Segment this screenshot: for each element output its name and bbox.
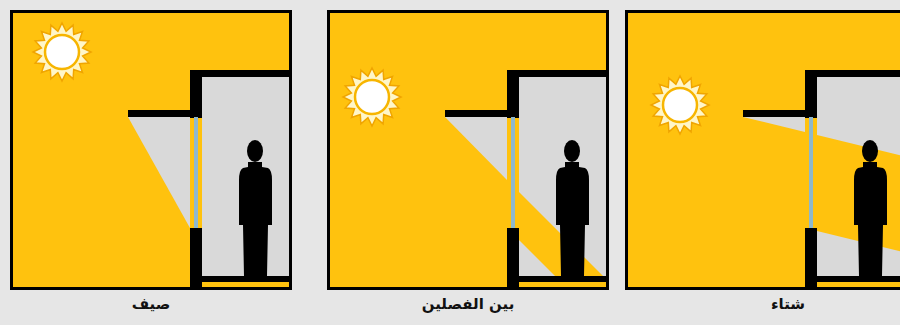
sun-rays — [33, 23, 91, 81]
sun-core — [45, 35, 79, 69]
sun-core — [355, 80, 389, 114]
sun-rays — [651, 76, 709, 134]
sun-rays — [343, 68, 401, 126]
sun-core — [663, 88, 697, 122]
equinox-panel — [327, 10, 609, 290]
summer-panel — [10, 10, 292, 290]
season-label: صيف — [132, 295, 170, 313]
winter-panel — [625, 10, 900, 290]
season-label: شتاء — [771, 295, 805, 313]
season-label: بين الفصلين — [422, 295, 515, 313]
